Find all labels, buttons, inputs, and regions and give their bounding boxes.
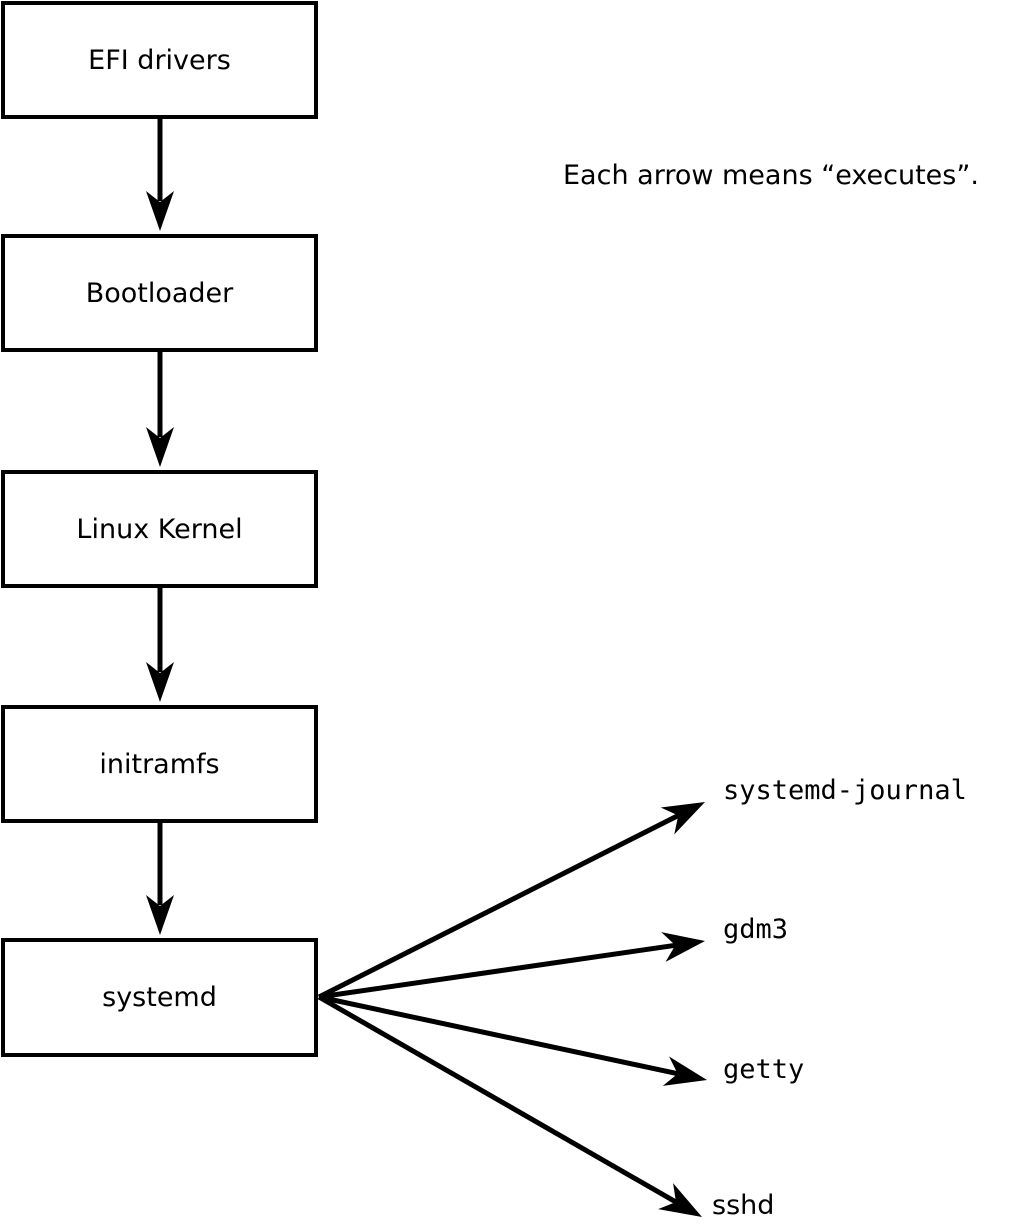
chain-arrow-2 <box>146 588 174 702</box>
stage-box-efi-drivers[interactable]: EFI drivers <box>1 1 318 119</box>
chain-arrows-group <box>146 119 174 935</box>
stage-box-initramfs[interactable]: initramfs <box>1 705 318 823</box>
chain-arrow-1 <box>146 352 174 467</box>
service-label-sshd[interactable]: sshd <box>712 1190 775 1221</box>
service-label-getty[interactable]: getty <box>723 1054 805 1085</box>
fanout-arrow-sshd <box>317 994 702 1217</box>
fanout-arrow-systemd-journal <box>317 802 705 1000</box>
stage-box-label: EFI drivers <box>88 44 231 76</box>
stage-box-label: initramfs <box>99 748 220 780</box>
chain-arrow-0 <box>146 119 174 231</box>
stage-box-linux-kernel[interactable]: Linux Kernel <box>1 470 318 588</box>
stage-box-label: systemd <box>102 982 217 1013</box>
chain-arrow-3 <box>146 823 174 935</box>
service-label-gdm3[interactable]: gdm3 <box>723 914 789 945</box>
service-label-systemd-journal[interactable]: systemd-journal <box>723 775 967 806</box>
stage-box-systemd[interactable]: systemd <box>1 938 318 1057</box>
stage-box-bootloader[interactable]: Bootloader <box>1 234 318 352</box>
fanout-arrow-getty <box>318 994 707 1086</box>
fanout-arrows-group <box>317 802 707 1217</box>
fanout-arrow-gdm3 <box>318 932 705 1000</box>
stage-box-label: Bootloader <box>85 277 234 309</box>
diagram-caption: Each arrow means “executes”. <box>563 160 979 191</box>
stage-box-label: Linux Kernel <box>76 513 243 545</box>
